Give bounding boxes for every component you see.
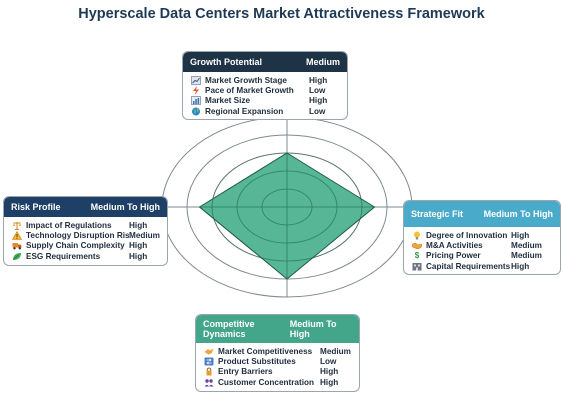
strategic-fit-card: Strategic Fit Medium To High Degree of I… — [403, 200, 561, 275]
page-title: Hyperscale Data Centers Market Attractiv… — [78, 6, 485, 22]
item-value: Medium — [129, 230, 160, 240]
item-value: High — [129, 241, 148, 251]
item-value: High — [309, 75, 328, 85]
growth-potential-header: Growth Potential Medium — [183, 52, 347, 72]
list-item: Regional Expansion Low — [191, 106, 341, 116]
strategic-fit-header: Strategic Fit Medium To High — [404, 201, 560, 227]
radar-inner-rings — [199, 152, 375, 279]
item-label: Supply Chain Complexity — [26, 241, 125, 251]
item-label: Entry Barriers — [218, 367, 273, 377]
list-item: M&A Activities Medium — [412, 240, 554, 250]
list-item: Pace of Market Growth Low — [191, 85, 341, 95]
list-item: Product Substitutes Low — [204, 356, 353, 366]
item-label: Pricing Power — [426, 251, 481, 261]
substitute-icon — [204, 357, 214, 366]
item-value: High — [320, 377, 339, 387]
risk-profile-header: Risk Profile Medium To High — [4, 197, 167, 217]
list-item: Capital Requirements High — [412, 261, 554, 271]
item-value: Low — [320, 356, 337, 366]
item-label: Capital Requirements — [426, 261, 511, 271]
item-value: High — [511, 230, 530, 240]
item-label: Market Competitiveness — [218, 346, 313, 356]
list-item: ESG Requirements High — [12, 251, 161, 261]
item-label: Market Growth Stage — [205, 75, 287, 85]
list-item: Customer Concentration High — [204, 377, 353, 387]
truck-icon — [12, 241, 22, 250]
risk-profile-rating: Medium To High — [90, 202, 160, 212]
item-label: ESG Requirements — [26, 251, 101, 261]
item-label: Impact of Regulations — [26, 220, 112, 230]
list-item: $ Pricing Power Medium — [412, 251, 554, 261]
growth-potential-card: Growth Potential Medium Market Growth St… — [182, 51, 348, 120]
competition-icon — [204, 347, 214, 356]
item-label: Customer Concentration — [218, 377, 314, 387]
list-item: Supply Chain Complexity High — [12, 241, 161, 251]
customers-icon — [204, 378, 214, 387]
list-item: Degree of Innovation High — [412, 230, 554, 240]
item-value: Medium — [511, 251, 542, 261]
list-item: Entry Barriers High — [204, 367, 353, 377]
item-value: Medium — [320, 346, 351, 356]
competitive-dynamics-header: Competitive Dynamics Medium To High — [196, 315, 359, 343]
strategic-fit-rating: Medium To High — [483, 209, 553, 219]
item-label: Market Size — [205, 96, 251, 106]
capital-icon — [412, 262, 422, 271]
scales-icon — [12, 221, 22, 230]
list-item: Market Growth Stage High — [191, 75, 341, 85]
competitive-dynamics-card: Competitive Dynamics Medium To High Mark… — [195, 314, 360, 392]
item-value: High — [309, 96, 328, 106]
item-value: High — [511, 261, 530, 271]
competitive-dynamics-rating: Medium To High — [289, 319, 337, 339]
item-label: Product Substitutes — [218, 356, 296, 366]
warning-icon — [11, 230, 23, 240]
risk-profile-title: Risk Profile — [11, 202, 61, 212]
item-value: Low — [309, 85, 326, 95]
item-label: Pace of Market Growth — [205, 85, 294, 95]
competitive-dynamics-title: Competitive Dynamics — [203, 319, 255, 339]
item-label: Degree of Innovation — [426, 230, 508, 240]
trend-chart-icon — [191, 75, 201, 85]
item-label: Regional Expansion — [205, 106, 284, 116]
list-item: Market Size High — [191, 96, 341, 106]
globe-icon — [191, 107, 201, 116]
lightning-icon — [191, 85, 201, 95]
dollar-icon: $ — [414, 251, 420, 261]
item-value: High — [129, 220, 148, 230]
item-value: Medium — [511, 240, 542, 250]
list-item: Market Competitiveness Medium — [204, 346, 353, 356]
growth-potential-title: Growth Potential — [190, 57, 262, 67]
item-value: High — [320, 367, 339, 377]
list-item: Impact of Regulations High — [12, 220, 161, 230]
leaf-icon — [12, 252, 22, 261]
item-value: High — [129, 251, 148, 261]
strategic-fit-title: Strategic Fit — [411, 209, 464, 219]
growth-potential-rating: Medium — [305, 57, 340, 67]
handshake-icon — [412, 241, 422, 250]
lightbulb-icon — [412, 231, 422, 240]
item-label: Technology Disruption Risk — [26, 230, 129, 240]
bar-chart-icon — [191, 96, 201, 106]
list-item: Technology Disruption Risk Medium — [11, 230, 161, 240]
risk-profile-card: Risk Profile Medium To High Impact of Re… — [3, 196, 168, 266]
item-label: M&A Activities — [426, 240, 483, 250]
barrier-icon — [204, 367, 214, 376]
item-value: Low — [309, 106, 326, 116]
